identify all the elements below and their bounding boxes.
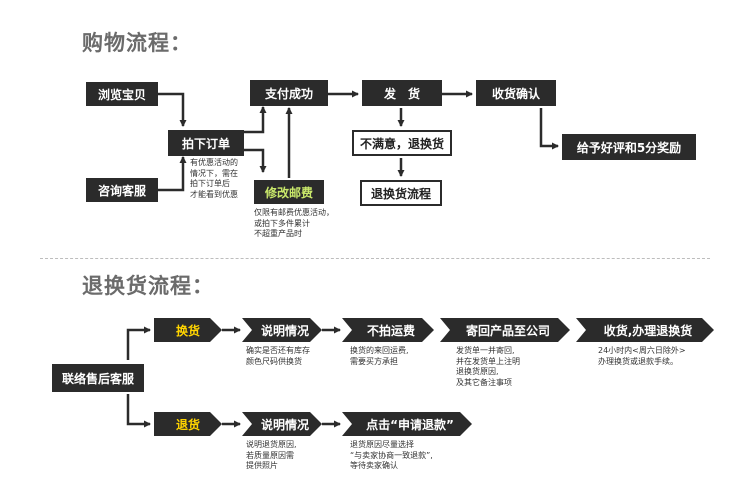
modify-postage-step: 修改邮费 xyxy=(254,180,324,204)
payment-success-step: 支付成功 xyxy=(250,80,328,106)
discount-note: 有优惠活动的 情况下，需在 拍下订单后 才能看到优惠 xyxy=(190,158,238,199)
no-shipping-step: 不拍运费 xyxy=(342,318,434,342)
confirm-receipt-step: 收货确认 xyxy=(476,80,556,106)
unsatisfied-step: 不满意，退换货 xyxy=(352,130,452,156)
receive-process-step: 收货,办理退换货 xyxy=(576,318,714,342)
contact-aftersales-step: 联络售后客服 xyxy=(52,364,144,392)
consult-service-step: 咨询客服 xyxy=(86,178,158,202)
postage-note: 仅限有邮费优惠活动， 或拍下多件累计 不超重产品时 xyxy=(254,208,334,238)
browse-products-step: 浏览宝贝 xyxy=(86,82,158,106)
explain-refund-note: 说明退货原因, 若质量原因需 提供照片 xyxy=(246,440,297,470)
return-process-step: 退换货流程 xyxy=(360,180,442,206)
explain-situation-refund-step: 说明情况 xyxy=(242,412,322,436)
explain-situation-exchange-step: 说明情况 xyxy=(242,318,322,342)
ship-step: 发 货 xyxy=(362,80,442,106)
exchange-step: 换货 xyxy=(154,318,222,342)
place-order-step: 拍下订单 xyxy=(168,130,244,156)
click-refund-note: 退货原因尽量选择 “与卖家协商一致退款”, 等待卖家确认 xyxy=(350,440,433,470)
returns-flow-title: 退换货流程： xyxy=(82,274,214,298)
no-shipping-note: 换货的来回运费, 需要买方承担 xyxy=(350,346,409,366)
refund-step: 退货 xyxy=(154,412,222,436)
shopping-flow-title: 购物流程： xyxy=(82,31,192,55)
reward-step: 给予好评和5分奖励 xyxy=(562,134,696,160)
explain-exchange-note: 确实是否还有库存 颜色尺码供换货 xyxy=(246,346,310,366)
return-product-step: 寄回产品至公司 xyxy=(440,318,570,342)
receive-note: 24小时内<周六日除外> 办理换货或退款手续。 xyxy=(598,346,686,366)
section-divider xyxy=(40,258,710,259)
return-product-note: 发货单一并寄回, 并在发货单上注明 退换货原因, 及其它备注事项 xyxy=(456,346,520,387)
click-refund-step: 点击“申请退款” xyxy=(342,412,472,436)
